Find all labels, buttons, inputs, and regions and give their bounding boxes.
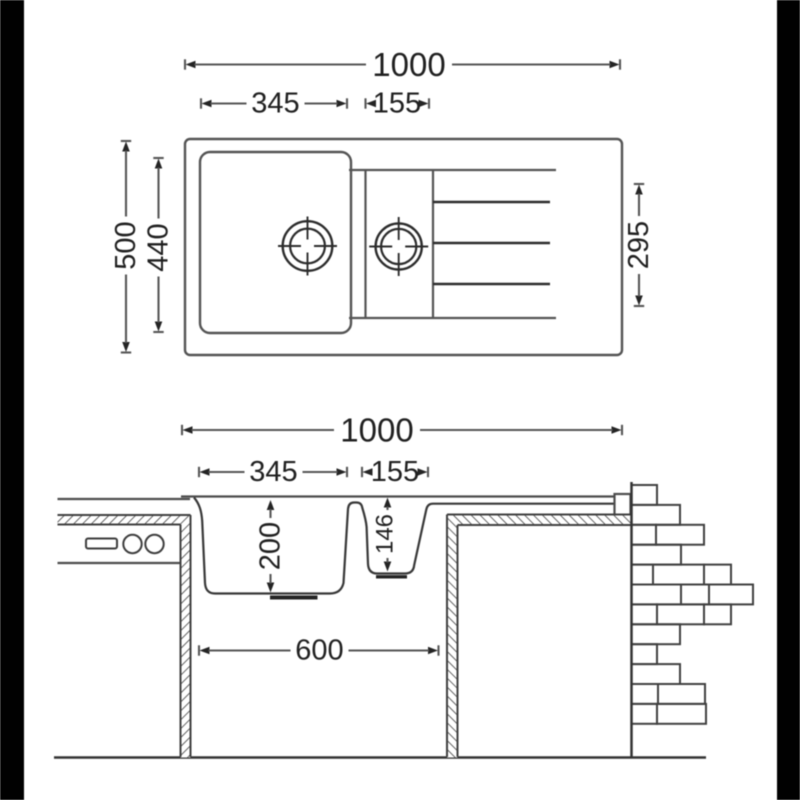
- svg-text:155: 155: [373, 88, 421, 120]
- svg-text:500: 500: [110, 221, 142, 269]
- svg-text:295: 295: [623, 221, 655, 269]
- svg-text:146: 146: [372, 514, 399, 554]
- svg-text:200: 200: [255, 522, 287, 570]
- svg-text:345: 345: [251, 88, 299, 120]
- svg-text:440: 440: [143, 223, 175, 271]
- svg-text:600: 600: [295, 635, 343, 667]
- svg-text:345: 345: [249, 456, 297, 488]
- svg-text:155: 155: [371, 456, 419, 488]
- svg-text:1000: 1000: [372, 46, 445, 83]
- svg-text:1000: 1000: [340, 412, 413, 449]
